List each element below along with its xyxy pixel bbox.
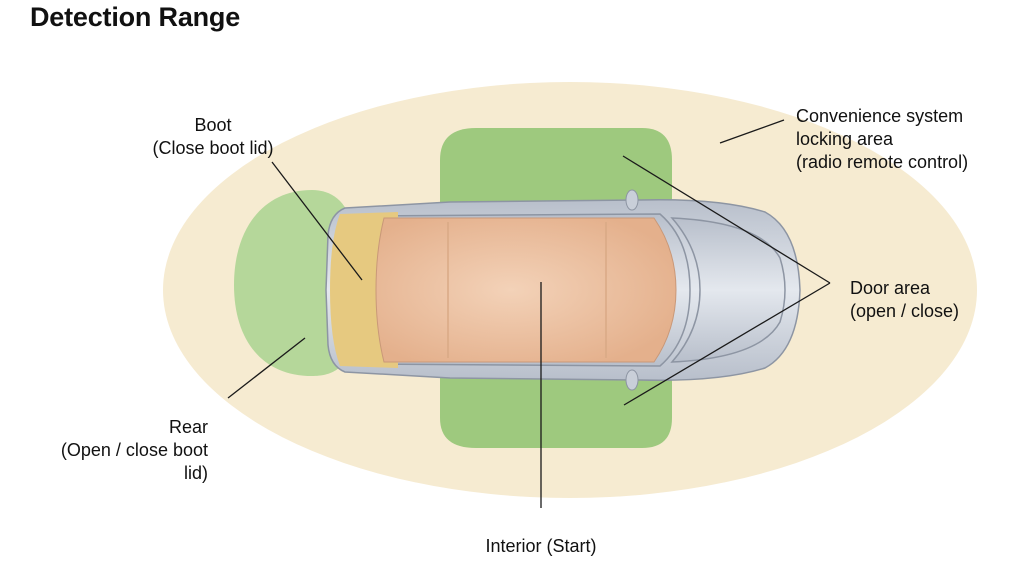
car-top-view [325, 189, 801, 391]
label-door-line2: (open / close) [850, 301, 960, 321]
label-boot-line1: Boot [194, 115, 232, 135]
label-boot-line2: (Close boot lid) [152, 138, 274, 158]
label-rear-line2: (Open / close boot [60, 440, 208, 460]
label-convenience: Convenience system locking area (radio r… [796, 105, 968, 174]
door-area-bottom [440, 370, 672, 448]
label-door-line1: Door area [850, 278, 931, 298]
mirror-top [625, 189, 639, 211]
page-title: Detection Range [30, 2, 241, 32]
leader-line-convenience [719, 119, 785, 144]
label-interior-line1: Interior (Start) [485, 536, 597, 556]
leader-line-boot [271, 161, 363, 281]
label-door: Door area (open / close) [850, 277, 959, 323]
label-rear: Rear (Open / close boot lid) [20, 416, 208, 485]
leader-line-door-bottom [623, 282, 831, 406]
label-convenience-line1: Convenience system [796, 106, 964, 126]
door-area-top [440, 128, 672, 205]
label-convenience-line2: locking area [796, 129, 894, 149]
rear-area [234, 190, 352, 376]
label-interior: Interior (Start) [441, 535, 641, 558]
mirror-bottom [625, 369, 639, 391]
leader-lines [227, 119, 831, 508]
label-rear-line1: Rear [168, 417, 208, 437]
label-boot: Boot (Close boot lid) [130, 114, 296, 160]
label-rear-line3: lid) [183, 463, 208, 483]
leader-line-rear [227, 337, 306, 399]
label-convenience-line3: (radio remote control) [796, 152, 969, 172]
interior-area [375, 217, 677, 363]
leader-line-door-top [622, 155, 831, 284]
